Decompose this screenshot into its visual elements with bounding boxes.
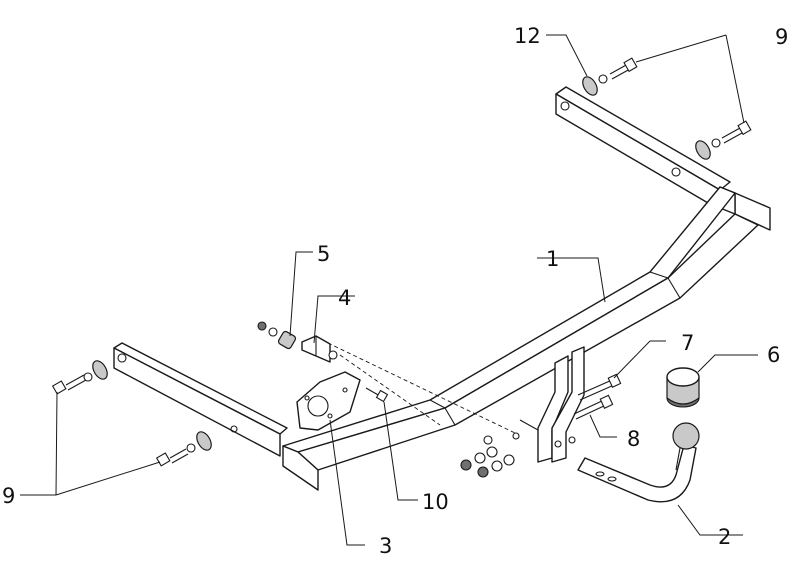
bolt-7 [577, 373, 622, 401]
callout-6: 6 [767, 343, 780, 367]
callout-7: 7 [681, 331, 694, 355]
callout-12: 12 [514, 24, 541, 48]
left-mounting-bracket [113, 342, 288, 457]
callout-5: 5 [317, 242, 330, 266]
socket-bracket [301, 335, 331, 363]
callout-10: 10 [422, 490, 449, 514]
top-fasteners [582, 57, 752, 160]
callout-8: 8 [627, 427, 640, 451]
center-nuts-washers [460, 432, 520, 478]
callout-1: 1 [546, 247, 559, 271]
tow-ball-bracket-plates [519, 346, 585, 463]
left-fasteners [51, 360, 212, 467]
callout-4: 4 [338, 286, 351, 310]
callout-3: 3 [379, 534, 392, 558]
assembly-guide-line [339, 354, 441, 426]
bolt-8 [573, 394, 614, 420]
ball-cover [666, 367, 700, 408]
main-crossbar [282, 186, 771, 491]
tow-ball [577, 422, 700, 503]
callout-9-left: 9 [2, 484, 15, 508]
leader-lines [20, 34, 758, 546]
socket-bolt [365, 387, 389, 403]
electrical-socket-plate [296, 371, 361, 431]
callout-2: 2 [718, 525, 731, 549]
right-mounting-bracket [555, 86, 731, 211]
callout-9-top: 9 [775, 25, 788, 49]
